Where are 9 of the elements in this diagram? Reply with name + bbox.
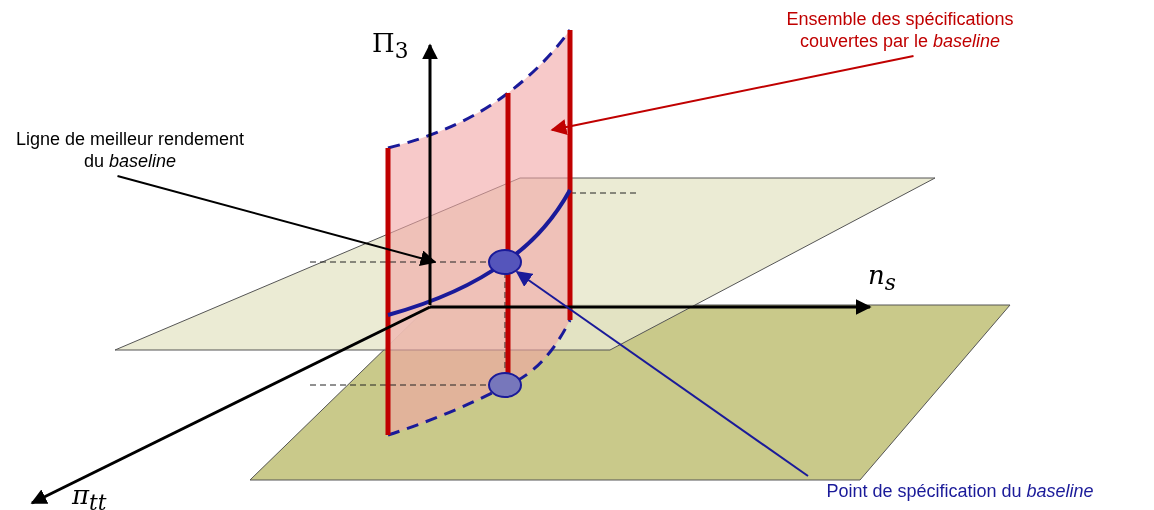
axis-label: Π$_{3}$	[372, 30, 409, 65]
axis-label: n$_{s}$	[868, 262, 896, 297]
leader-line	[116, 175, 437, 266]
leader-line	[550, 55, 915, 135]
axis-label: π$_{tt}$	[72, 482, 107, 510]
leader-line	[515, 271, 809, 477]
callout-text: Ensemble des spécifications couvertes par le baseline	[785, 8, 1015, 52]
callout-text: Ligne de meilleur rendement du baseline	[14, 128, 246, 172]
callout-text: Point de spécification du baseline	[825, 480, 1095, 502]
